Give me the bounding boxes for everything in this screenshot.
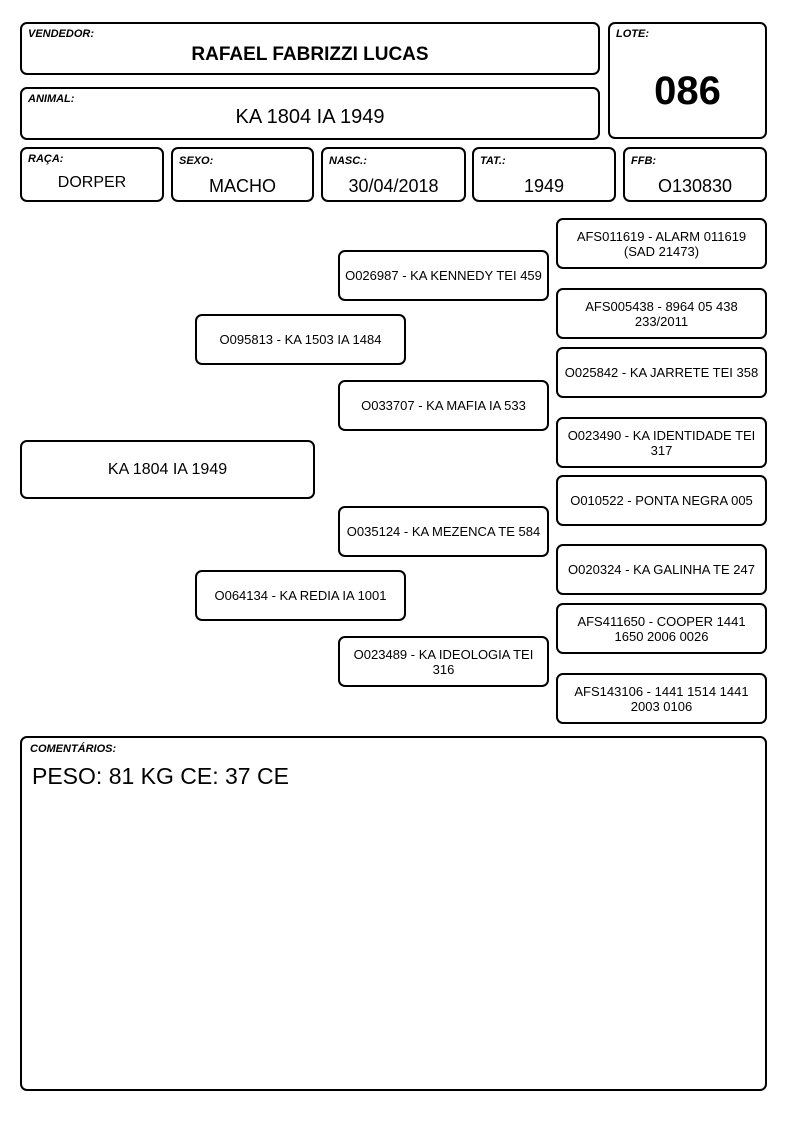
pedigree-sire-dam-sire: O025842 - KA JARRETE TEI 358 — [556, 347, 767, 398]
pedigree-dam-sire-dam-text: O020324 - KA GALINHA TE 247 — [568, 562, 755, 577]
animal-name: KA 1804 IA 1949 — [235, 106, 385, 128]
birth-date-box: NASC.: 30/04/2018 — [321, 147, 466, 202]
pedigree-dam-sire-text: O035124 - KA MEZENCA TE 584 — [346, 524, 541, 539]
comments-label: COMENTÁRIOS: — [30, 743, 117, 755]
sex-value: MACHO — [209, 176, 276, 196]
comments-text: PESO: 81 KG CE: 37 CE — [32, 763, 289, 789]
pedigree-sire-dam: O033707 - KA MAFIA IA 533 — [338, 380, 549, 431]
pedigree-animal: KA 1804 IA 1949 — [20, 440, 315, 499]
breed-box: RAÇA: DORPER — [20, 147, 164, 202]
seller-box: VENDEDOR: RAFAEL FABRIZZI LUCAS — [20, 22, 600, 75]
pedigree-dam-sire-sire: O010522 - PONTA NEGRA 005 — [556, 475, 767, 526]
seller-name: RAFAEL FABRIZZI LUCAS — [191, 44, 429, 65]
lot-box: LOTE: 086 — [608, 22, 767, 139]
pedigree-animal-text: KA 1804 IA 1949 — [107, 461, 228, 478]
pedigree-sire-sire-dam-text: AFS005438 - 8964 05 438 233/2011 — [585, 298, 738, 329]
pedigree-dam-text: O064134 - KA REDIA IA 1001 — [214, 588, 387, 603]
ffb-value: O130830 — [657, 176, 733, 196]
lot-label: LOTE: — [616, 28, 649, 40]
seller-label: VENDEDOR: — [28, 28, 95, 40]
ffb-label: FFB: — [631, 155, 657, 167]
pedigree-dam-dam-dam-text: AFS143106 - 1441 1514 1441 2003 0106 — [574, 683, 749, 714]
animal-label: ANIMAL: — [28, 93, 75, 105]
pedigree-sire-dam-dam: O023490 - KA IDENTIDADE TEI 317 — [556, 417, 767, 468]
tattoo-value: 1949 — [523, 176, 565, 196]
pedigree-dam-sire-sire-text: O010522 - PONTA NEGRA 005 — [570, 493, 753, 508]
animal-box: ANIMAL: KA 1804 IA 1949 — [20, 87, 600, 140]
comments-box: COMENTÁRIOS: PESO: 81 KG CE: 37 CE — [20, 736, 767, 1091]
tattoo-box: TAT.: 1949 — [472, 147, 616, 202]
pedigree-sire-sire-sire-text: AFS011619 - ALARM 011619 (SAD 21473) — [576, 228, 747, 259]
breed-value: DORPER — [57, 174, 127, 191]
pedigree-sire-dam-sire-text: O025842 - KA JARRETE TEI 358 — [564, 365, 759, 380]
pedigree-sire-sire-sire: AFS011619 - ALARM 011619 (SAD 21473) — [556, 218, 767, 269]
pedigree-sire-sire-dam: AFS005438 - 8964 05 438 233/2011 — [556, 288, 767, 339]
ffb-box: FFB: O130830 — [623, 147, 767, 202]
pedigree-sire-dam-dam-text: O023490 - KA IDENTIDADE TEI 317 — [567, 427, 756, 458]
breed-label: RAÇA: — [28, 153, 64, 165]
birth-date-label: NASC.: — [329, 155, 367, 167]
pedigree-dam-dam-sire: AFS411650 - COOPER 1441 1650 2006 0026 — [556, 603, 767, 654]
lot-number: 086 — [654, 69, 721, 113]
birth-date-value: 30/04/2018 — [348, 176, 439, 196]
pedigree-dam-sire: O035124 - KA MEZENCA TE 584 — [338, 506, 549, 557]
pedigree-dam-dam-text: O023489 - KA IDEOLOGIA TEI 316 — [353, 646, 534, 677]
sex-label: SEXO: — [179, 155, 214, 167]
pedigree-dam-dam: O023489 - KA IDEOLOGIA TEI 316 — [338, 636, 549, 687]
pedigree-dam-dam-sire-text: AFS411650 - COOPER 1441 1650 2006 0026 — [577, 613, 746, 644]
pedigree-sire-dam-text: O033707 - KA MAFIA IA 533 — [361, 398, 526, 413]
pedigree-sire-sire: O026987 - KA KENNEDY TEI 459 — [338, 250, 549, 301]
pedigree-sire-sire-text: O026987 - KA KENNEDY TEI 459 — [345, 268, 542, 283]
pedigree-dam-dam-dam: AFS143106 - 1441 1514 1441 2003 0106 — [556, 673, 767, 724]
tattoo-label: TAT.: — [480, 155, 506, 167]
pedigree-sire-text: O095813 - KA 1503 IA 1484 — [219, 332, 382, 347]
pedigree-dam: O064134 - KA REDIA IA 1001 — [195, 570, 406, 621]
pedigree-sire: O095813 - KA 1503 IA 1484 — [195, 314, 406, 365]
sex-box: SEXO: MACHO — [171, 147, 314, 202]
pedigree-dam-sire-dam: O020324 - KA GALINHA TE 247 — [556, 544, 767, 595]
